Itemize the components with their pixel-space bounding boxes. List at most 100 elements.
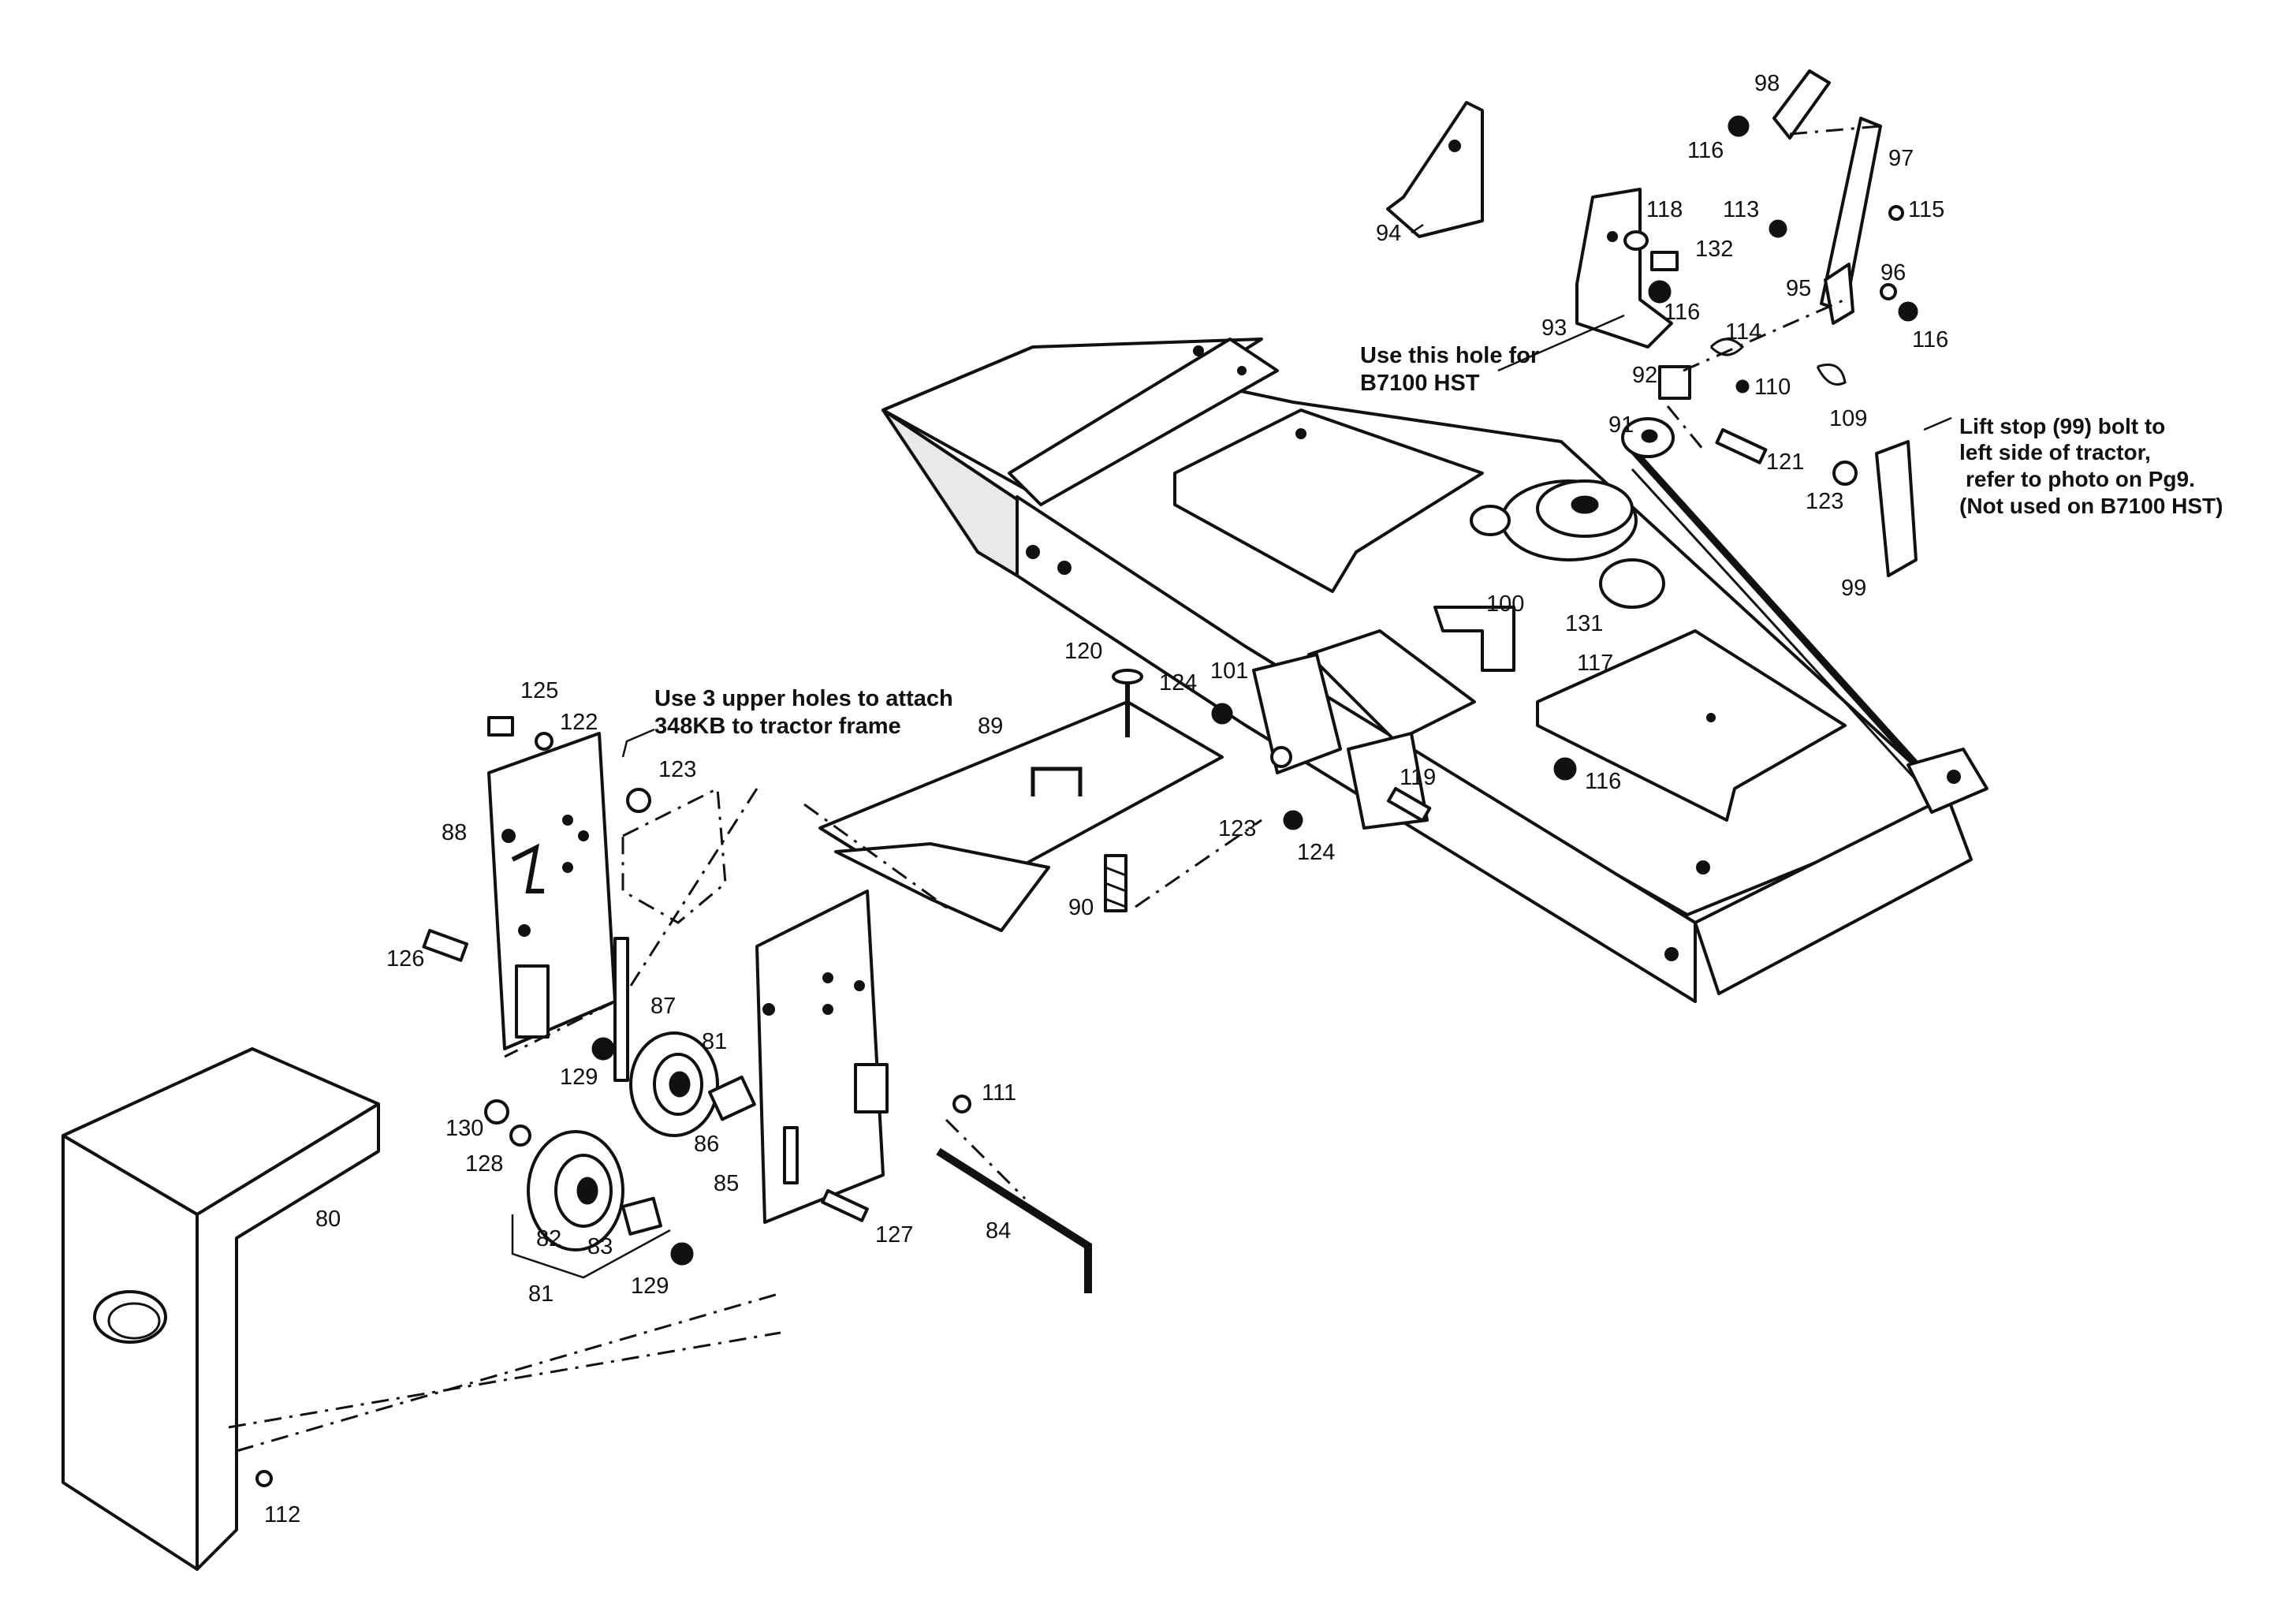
washer-122 [535, 732, 554, 751]
note-hst-leader [1497, 314, 1625, 372]
callout-123: 123 [658, 757, 696, 782]
callout-128: 128 [465, 1151, 503, 1177]
bracket-93 [1575, 188, 1673, 349]
deck-rivet [1026, 545, 1040, 559]
callout-111: 111 [982, 1080, 1016, 1106]
callouts: 94 98 116 97 113 115 118 132 95 96 116 9… [264, 71, 1948, 1527]
callout-92: 92 [1632, 363, 1657, 388]
cover-80-opening [93, 1290, 167, 1344]
spring-90 [1104, 854, 1128, 912]
notes: Use this hole for B7100 HST Lift stop (9… [621, 314, 2223, 758]
callout-87: 87 [650, 994, 676, 1019]
callout-101: 101 [1210, 658, 1248, 684]
plate-89-wing [834, 842, 1050, 932]
deck-rivet [1706, 713, 1716, 722]
link-98 [1772, 69, 1831, 140]
bolt-127 [821, 1189, 869, 1222]
note-upper-holes-2: 348KB to tractor frame [654, 714, 901, 739]
callout-124: 124 [1297, 840, 1335, 865]
cover-80-side [196, 1102, 380, 1571]
belt-guard [1433, 606, 1515, 672]
callout-130: 130 [445, 1116, 483, 1141]
callout-131: 131 [1565, 611, 1603, 636]
callout-95: 95 [1786, 276, 1811, 301]
deck-right-skirt [1694, 795, 1973, 995]
callout-120: 120 [1064, 639, 1102, 664]
washer-118 [1623, 230, 1649, 251]
callout-123: 123 [1218, 816, 1256, 841]
callout-88: 88 [442, 820, 467, 845]
callout-118: 118 [1646, 197, 1683, 222]
deck-rivet [1193, 345, 1204, 356]
bolt-125 [487, 716, 514, 737]
callout-112: 112 [264, 1502, 300, 1527]
callout-116: 116 [1912, 327, 1948, 352]
callout-99: 99 [1841, 576, 1866, 601]
callout-81: 81 [528, 1281, 554, 1307]
plate-88-slot [515, 964, 550, 1039]
plate-85-hole [822, 1004, 833, 1015]
callout-123: 123 [1806, 489, 1843, 514]
callout-110: 110 [1754, 375, 1791, 400]
plate-88-hole [518, 924, 531, 937]
callout-125: 125 [520, 678, 558, 703]
callout-121: 121 [1766, 449, 1804, 475]
dashed-connector [1135, 819, 1262, 908]
cover-80 [62, 1047, 781, 1571]
pulley-82-hub [576, 1177, 598, 1205]
plate-85-bracket [854, 1063, 889, 1113]
callout-91: 91 [1608, 412, 1634, 438]
nut-113 [1769, 219, 1787, 238]
note-lift-stop-3: refer to photo on Pg9. [1966, 467, 2195, 491]
pin-112 [255, 1470, 273, 1487]
bolt-119 [1386, 787, 1432, 822]
spring-coil [1105, 866, 1127, 877]
deck-top-plate-right [1536, 629, 1847, 822]
callout-85: 85 [714, 1171, 739, 1196]
plate-85-hole [854, 980, 865, 991]
callout-82: 82 [536, 1226, 561, 1251]
leader [1411, 223, 1424, 234]
callout-129: 129 [560, 1065, 598, 1090]
washer-130 [484, 1099, 509, 1125]
deck-idler-pulley [1599, 558, 1665, 609]
bracket-93-hole [1607, 231, 1618, 242]
pin-111 [952, 1095, 971, 1113]
plate-88-hole [501, 829, 516, 843]
plate-85 [755, 890, 885, 1224]
bracket-81-lower [511, 1214, 671, 1279]
plate-85-hole [762, 1003, 775, 1016]
deck-pulley-main-hub [1571, 495, 1599, 514]
callout-119: 119 [1400, 765, 1436, 790]
callout-116: 116 [1687, 138, 1724, 163]
nut-129-upper [591, 1037, 615, 1061]
note-hst-hole-2: B7100 HST [1360, 371, 1480, 396]
pulley-91-hub [1641, 429, 1658, 443]
callout-126: 126 [386, 946, 424, 972]
washer-128 [509, 1125, 531, 1147]
upper-hitch-parts [1386, 69, 1918, 464]
callout-96: 96 [1880, 260, 1906, 285]
spring-coil [1105, 882, 1127, 893]
deck-rivet [1295, 428, 1306, 439]
callout-122: 122 [560, 710, 598, 735]
spacer-83 [621, 1196, 662, 1236]
callout-109: 109 [1829, 406, 1867, 431]
lift-stop-arrow [1923, 416, 1952, 431]
nut-116-right [1898, 301, 1918, 322]
callout-116: 116 [1585, 769, 1621, 794]
note-lift-stop-4: (Not used on B7100 HST) [1959, 494, 2223, 518]
hitch-area [803, 669, 1432, 932]
dashed-connector [228, 1331, 781, 1429]
spacer-86 [708, 1075, 756, 1121]
deck-idler-pulley-left [1470, 505, 1511, 536]
callout-98: 98 [1754, 71, 1780, 96]
bracket-94-hole [1448, 140, 1461, 152]
bracket-94 [1386, 101, 1484, 238]
plate-85-slot [783, 1126, 799, 1184]
callout-132: 132 [1695, 237, 1733, 262]
callout-129: 129 [631, 1274, 669, 1299]
callout-81: 81 [702, 1029, 727, 1054]
deck-rivet [1237, 366, 1247, 375]
